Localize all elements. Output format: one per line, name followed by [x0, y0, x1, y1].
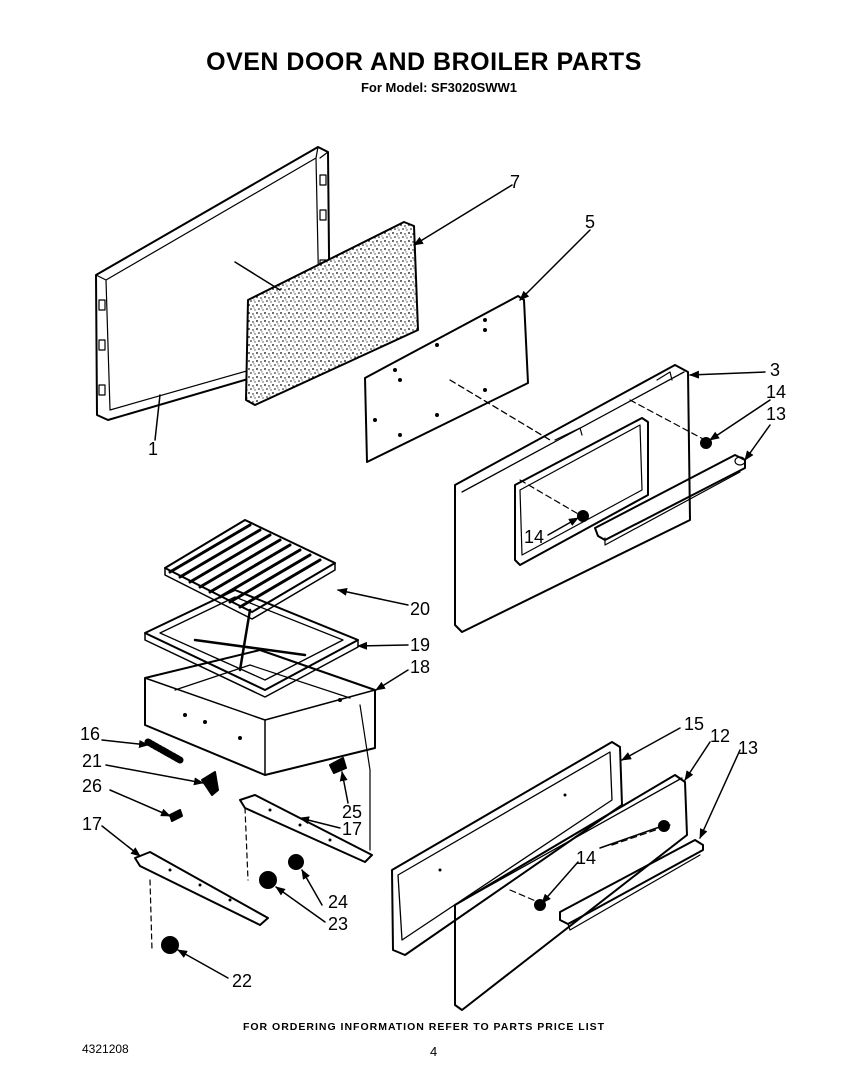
callout-14-door-left: 14 [524, 527, 544, 547]
roller-part-23 [259, 871, 277, 889]
leader-lines [101, 184, 771, 979]
document-number: 4321208 [82, 1042, 129, 1056]
slide-rail-part-left [134, 851, 269, 951]
callout-21: 21 [82, 751, 102, 771]
callout-14-door-right: 14 [766, 382, 786, 402]
callout-25: 25 [342, 802, 362, 822]
callout-17-left: 17 [82, 814, 102, 834]
inner-panel-part [364, 295, 551, 463]
callout-18: 18 [410, 657, 430, 677]
drawer-frame-part [391, 741, 623, 956]
callout-3: 3 [770, 360, 780, 380]
oven-door-part [454, 364, 706, 633]
model-subtitle: For Model: SF3020SWW1 [360, 80, 518, 95]
latch-bracket-part [201, 771, 219, 796]
callout-5: 5 [585, 212, 595, 232]
callout-16: 16 [80, 724, 100, 744]
callout-13-drawer: 13 [738, 738, 758, 758]
door-screw-part [577, 437, 712, 522]
callout-labels: 1 7 5 3 14 13 14 20 19 18 16 21 26 25 17… [80, 172, 786, 991]
callout-26: 26 [82, 776, 102, 796]
callout-15: 15 [684, 714, 704, 734]
roller-part-22 [161, 936, 179, 954]
roller-part-24 [288, 854, 304, 870]
page-title: OVEN DOOR AND BROILER PARTS [206, 48, 642, 76]
callout-20: 20 [410, 599, 430, 619]
slide-rail-part-right [239, 794, 373, 881]
latch-screw-part [169, 809, 183, 822]
callout-12: 12 [710, 726, 730, 746]
callout-19: 19 [410, 635, 430, 655]
broiler-grid-part [164, 519, 336, 620]
callout-17-right: 17 [342, 819, 362, 839]
callout-7: 7 [510, 172, 520, 192]
broiler-drawer-part [144, 649, 376, 851]
broiler-pan-part [144, 589, 359, 698]
drawer-panel-part [454, 774, 688, 1011]
callout-23: 23 [328, 914, 348, 934]
callout-24: 24 [328, 892, 348, 912]
callout-1: 1 [148, 439, 158, 459]
door-handle-part [594, 454, 746, 546]
spring-part [144, 738, 184, 764]
drawer-handle-part [559, 839, 704, 931]
callout-22: 22 [232, 971, 252, 991]
clip-part [329, 757, 347, 774]
insulation-pad-part [234, 221, 419, 406]
ordering-note: FOR ORDERING INFORMATION REFER TO PARTS … [242, 1021, 606, 1033]
page-number: 4 [430, 1044, 438, 1059]
callout-14-drawer: 14 [576, 848, 596, 868]
callout-13-door: 13 [766, 404, 786, 424]
